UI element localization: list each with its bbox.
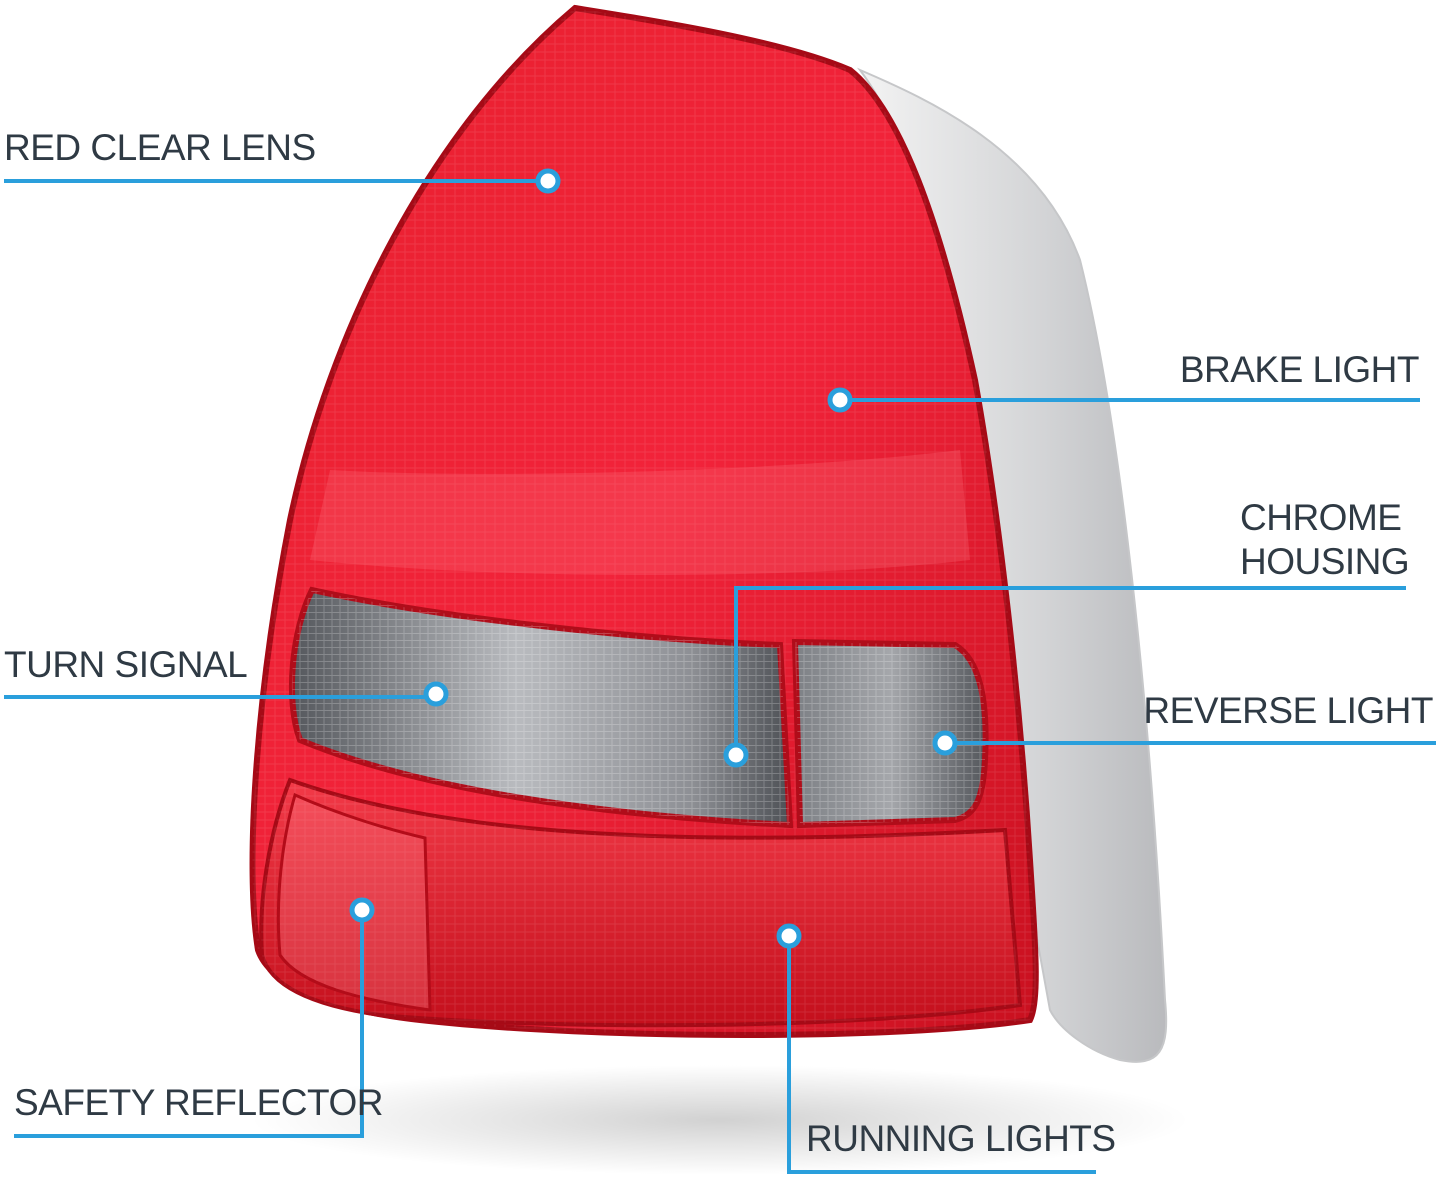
dot-running-lights xyxy=(776,923,802,949)
label-line: HOUSING xyxy=(1240,541,1410,582)
label-line: RED CLEAR LENS xyxy=(4,127,316,168)
dot-red-clear-lens xyxy=(535,168,561,194)
label-safety-reflector: SAFETY REFLECTOR xyxy=(14,1083,383,1123)
label-brake-light: BRAKE LIGHT xyxy=(1179,349,1420,390)
label-line: CHROME xyxy=(1240,497,1402,538)
label-line: REVERSE LIGHT xyxy=(1143,690,1433,731)
label-running-lights: RUNNING LIGHTS xyxy=(806,1119,1116,1159)
dot-turn-signal xyxy=(423,681,449,707)
leader-safety-reflector xyxy=(14,910,364,1138)
dot-chrome-housing xyxy=(723,742,749,768)
reverse-light-texture xyxy=(795,642,986,825)
brake-band xyxy=(310,450,970,575)
label-line: SAFETY REFLECTOR xyxy=(14,1082,383,1123)
leader-running-lights xyxy=(787,936,1096,1174)
running-lights-texture xyxy=(261,780,1020,1026)
label-line: BRAKE LIGHT xyxy=(1179,349,1420,390)
floor-shadow xyxy=(250,1065,1190,1175)
leader-chrome-housing xyxy=(734,586,1406,755)
label-line: RUNNING LIGHTS xyxy=(806,1118,1116,1159)
label-turn-signal: TURN SIGNAL xyxy=(4,644,248,685)
label-line: TURN SIGNAL xyxy=(4,644,248,685)
label-reverse-light: REVERSE LIGHT xyxy=(1143,691,1433,731)
dot-brake-light xyxy=(827,387,853,413)
dot-reverse-light xyxy=(932,730,958,756)
label-chrome-housing: CHROME HOUSING xyxy=(1240,496,1410,584)
turn-signal-texture xyxy=(291,590,790,825)
dot-safety-reflector xyxy=(349,897,375,923)
label-red-clear-lens: RED CLEAR LENS xyxy=(4,128,316,168)
